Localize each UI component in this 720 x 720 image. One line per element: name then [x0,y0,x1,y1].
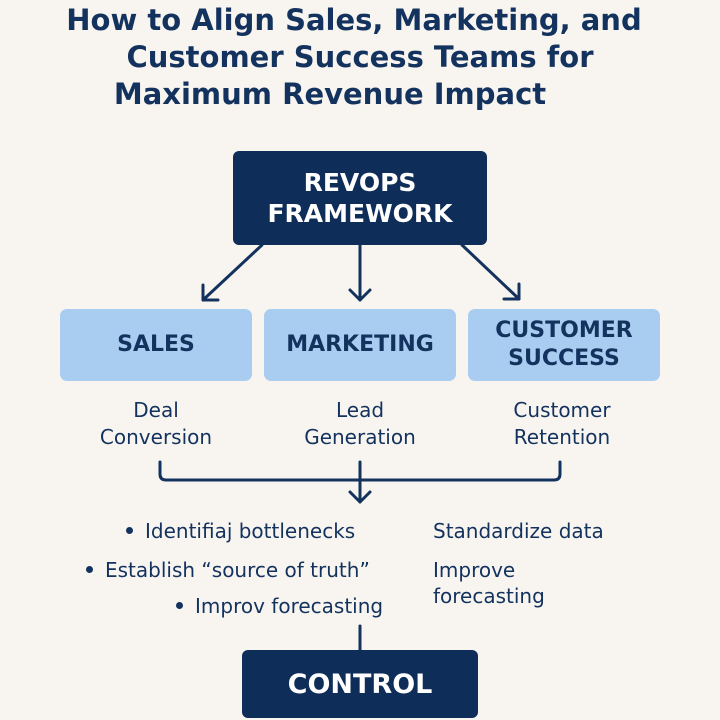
right-item-text: Improve forecasting [433,558,545,608]
control-label: CONTROL [287,668,433,700]
team-label: SALES [117,332,195,357]
arrow-to-customer-success [460,243,521,301]
arrowhead-marketing [348,288,372,302]
title-line-3: Maximum Revenue Impact [113,77,547,111]
team-box-customer-success: CUSTOMER SUCCESS [468,309,660,381]
bullet-item: Establish “source of truth” [86,557,370,583]
bullet-item: Identifiaj bottlenecks [126,518,355,544]
arrowhead-sales [201,283,220,302]
team-label-line-2: SUCCESS [508,346,620,371]
title-line-2: Customer Success Teams for [126,40,594,74]
bullet-dot-icon [126,527,133,534]
outcome-line-2: Conversion [99,425,213,449]
bullet-text: Improv forecasting [195,594,384,618]
bullet-item: Improv forecasting [176,593,383,619]
team-outcome-marketing: Lead Generation [260,397,460,451]
right-item: Standardize data [433,519,604,543]
team-label-line-1: CUSTOMER [495,318,633,343]
team-box-marketing: MARKETING [264,309,456,381]
revops-framework-box: REVOPS FRAMEWORK [233,151,487,245]
arrowhead-customer-success [502,282,521,301]
root-label-line-2: FRAMEWORK [267,199,453,228]
outcome-line-2: Generation [304,425,416,449]
bullet-dot-icon [86,566,93,573]
diagram-title: How to Align Sales, Marketing, and Custo… [20,2,700,113]
bullet-text: Establish “source of truth” [105,558,370,582]
arrow-to-sales [201,243,264,302]
control-box: CONTROL [242,650,478,718]
team-outcome-sales: Deal Conversion [56,397,256,451]
outcome-line-1: Customer [513,398,611,422]
team-label: MARKETING [286,332,434,357]
bullet-dot-icon [176,602,183,609]
outcome-line-1: Lead [335,398,385,422]
outcome-line-2: Retention [513,425,611,449]
right-item-improve-forecasting: Improve forecasting [433,557,573,609]
outcome-line-1: Deal [133,398,179,422]
arrowhead-center [348,490,372,504]
team-outcome-customer-success: Customer Retention [462,397,662,451]
root-label-line-1: REVOPS [303,168,417,197]
team-box-sales: SALES [60,309,252,381]
title-line-1: How to Align Sales, Marketing, and [66,3,642,37]
bullet-text: Identifiaj bottlenecks [145,519,356,543]
